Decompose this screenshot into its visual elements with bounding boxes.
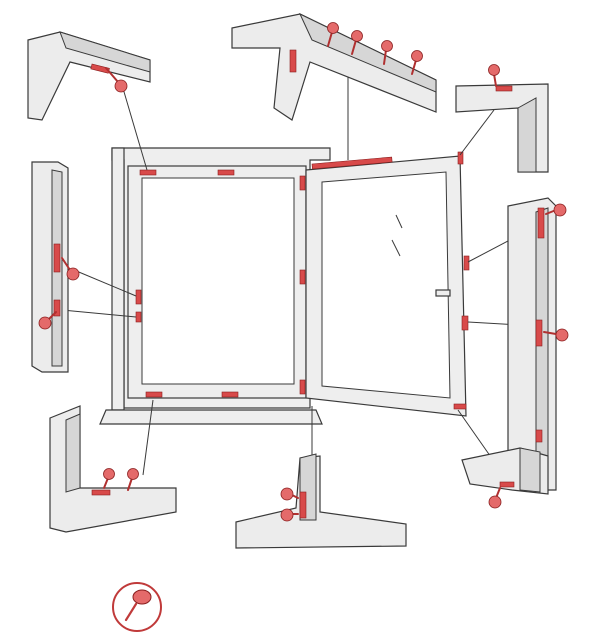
fixed-sash-glass (141, 177, 295, 385)
lubrication-pin-icon (553, 203, 567, 217)
hardware-marker (299, 379, 306, 395)
lubrication-pin-icon (114, 79, 128, 93)
hardware-marker (139, 169, 157, 176)
pin-group (327, 22, 423, 75)
lubrication-pin-icon (132, 589, 152, 605)
lubrication-pin-icon (103, 468, 115, 480)
hardware-marker (299, 269, 306, 285)
window-sill (99, 409, 323, 425)
detail-right-lock (507, 197, 569, 491)
open-sash-glass (321, 171, 451, 399)
lubrication-pin-icon (280, 508, 294, 522)
leader-lines (61, 68, 549, 476)
hardware-marker (299, 175, 306, 191)
lubrication-pin-icon (555, 328, 569, 342)
window-hardware-markers (135, 151, 470, 410)
detail-bottom-hinge (235, 453, 407, 549)
lubrication-pin-icon (488, 495, 502, 509)
detail-top-right-corner (455, 64, 549, 173)
hardware-marker (453, 403, 467, 410)
detail-left-lock (31, 161, 80, 373)
sash-handle (435, 289, 451, 297)
hardware-marker (135, 289, 142, 305)
lubrication-pin-icon (66, 267, 80, 281)
hardware-marker (463, 255, 470, 271)
lubrication-pin-icon (38, 316, 52, 330)
central-window (99, 147, 467, 425)
hardware-marker (311, 156, 393, 170)
lubrication-pin-icon (280, 487, 294, 501)
lubrication-pin-icon (381, 40, 393, 52)
hardware-marker (461, 315, 469, 331)
hardware-marker (457, 151, 464, 165)
detail-top-left-corner (27, 31, 151, 121)
hardware-marker (221, 391, 239, 398)
detail-bottom-right-corner (461, 447, 549, 509)
hardware-marker (217, 169, 235, 176)
hardware-marker (135, 311, 142, 323)
detail-bottom-left-corner (49, 405, 177, 533)
lubrication-pin-icon (411, 50, 423, 62)
lubrication-pin-icon (488, 64, 500, 76)
hardware-marker (145, 391, 163, 398)
detail-top-hinge (231, 12, 437, 121)
legend-lubrication-symbol (112, 582, 162, 632)
lubrication-pin-icon (127, 468, 139, 480)
lubrication-pin-icon (351, 30, 363, 42)
lubrication-pin-icon (327, 22, 339, 34)
